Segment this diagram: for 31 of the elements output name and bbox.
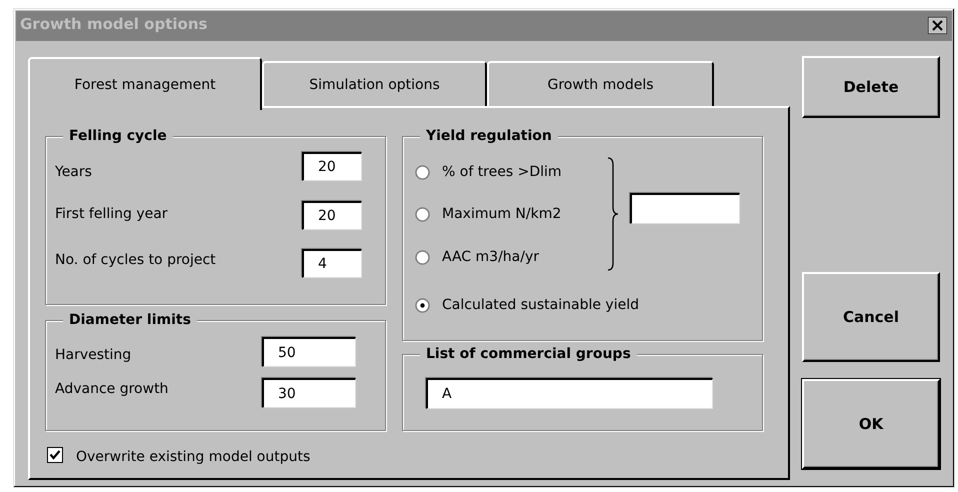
field-label: Harvesting bbox=[55, 346, 132, 364]
group-box bbox=[402, 345, 763, 431]
tab: Forest management bbox=[28, 57, 262, 110]
group-heading: Yield regulation bbox=[420, 127, 558, 145]
radio-label: AAC m3/ha/yr bbox=[442, 248, 539, 266]
checkbox-label: Overwrite existing model outputs bbox=[76, 448, 310, 466]
tab: Growth models bbox=[487, 61, 714, 106]
field-label: Years bbox=[55, 163, 92, 181]
input-field bbox=[630, 193, 740, 224]
group-box bbox=[402, 127, 763, 341]
input-field: 50 bbox=[262, 337, 356, 367]
button: Cancel bbox=[802, 272, 940, 362]
field-label: No. of cycles to project bbox=[55, 251, 216, 269]
group-heading: Felling cycle bbox=[63, 127, 173, 145]
button: Delete bbox=[802, 56, 940, 118]
radio-label: Maximum N/km2 bbox=[442, 205, 562, 223]
button: OK bbox=[802, 379, 940, 469]
input-field: 4 bbox=[302, 249, 362, 278]
tab: Simulation options bbox=[262, 61, 487, 106]
input-field: 20 bbox=[302, 201, 362, 230]
input-field: 20 bbox=[302, 152, 362, 181]
radio-label: % of trees >Dlim bbox=[442, 163, 562, 181]
group-box bbox=[45, 127, 386, 305]
input-field: 30 bbox=[262, 378, 356, 408]
radio-label: Calculated sustainable yield bbox=[442, 296, 639, 314]
field-label: Advance growth bbox=[55, 380, 168, 398]
window-title: Growth model options bbox=[20, 15, 208, 33]
field-label: First felling year bbox=[55, 205, 168, 223]
input-field: A bbox=[426, 378, 713, 409]
group-heading: List of commercial groups bbox=[420, 345, 637, 363]
group-box bbox=[45, 311, 386, 431]
